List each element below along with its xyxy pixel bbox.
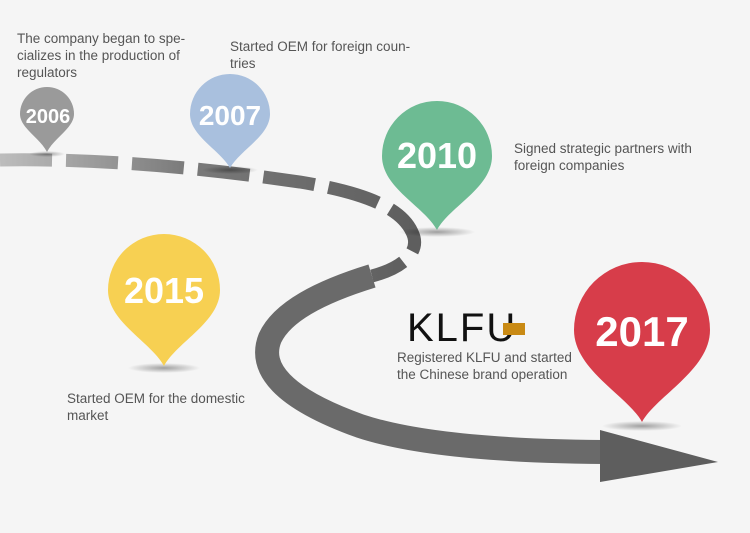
- description-text: The company began to spe- cializes in th…: [17, 31, 186, 80]
- milestone-pin-2010: 2010: [382, 101, 492, 230]
- year-label-2010: 2010: [397, 135, 477, 176]
- pin-shadows: [29, 151, 682, 431]
- description-text: Started OEM for the domestic market: [67, 391, 245, 423]
- klfu-logo: KLFU: [407, 306, 525, 350]
- description-text: Started OEM for foreign coun- tries: [230, 39, 411, 71]
- year-label-2006: 2006: [26, 106, 71, 128]
- description-2015: Started OEM for the domestic market: [67, 390, 267, 424]
- description-2006: The company began to spe- cializes in th…: [17, 30, 207, 81]
- description-2007: Started OEM for foreign coun- tries: [230, 38, 430, 72]
- description-2017: Registered KLFU and started the Chinese …: [397, 349, 597, 383]
- milestone-pin-2015: 2015: [108, 234, 220, 366]
- milestone-pin-2006: 2006: [20, 87, 74, 152]
- logo-accent-shape: [503, 323, 525, 335]
- description-text: Registered KLFU and started the Chinese …: [397, 350, 572, 382]
- milestone-pin-2007: 2007: [190, 74, 270, 168]
- logo-text: KLFU: [407, 306, 517, 350]
- timeline-road: [0, 153, 718, 482]
- year-label-2007: 2007: [199, 100, 261, 131]
- year-label-2015: 2015: [124, 270, 204, 311]
- milestone-pin-2017: 2017: [574, 262, 710, 422]
- description-2010: Signed strategic partners with foreign c…: [514, 140, 714, 174]
- description-text: Signed strategic partners with foreign c…: [514, 141, 692, 173]
- arrow-head: [600, 430, 718, 482]
- year-label-2017: 2017: [595, 308, 688, 355]
